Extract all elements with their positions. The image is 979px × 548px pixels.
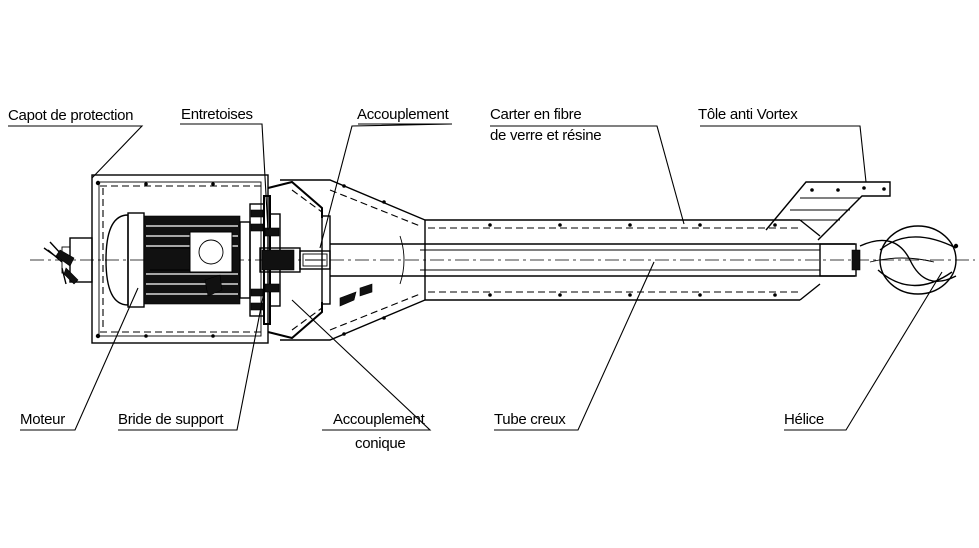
coupling (259, 247, 331, 273)
fiberglass-casing (424, 219, 821, 301)
leader-lines (8, 123, 943, 431)
label-tube: Tube creux (494, 411, 566, 428)
label-accouplement: Accouplement (357, 106, 450, 123)
label-moteur: Moteur (20, 411, 65, 428)
label-capot: Capot de protection (8, 107, 133, 124)
label-helice: Hélice (784, 411, 824, 428)
label-carter-line1: Carter en fibre (490, 106, 581, 123)
label-accouplement-conique-line1: Accouplement (333, 411, 426, 428)
label-bride: Bride de support (118, 411, 224, 428)
label-accouplement-conique-line2: conique (355, 435, 405, 452)
label-tole: Tôle anti Vortex (698, 106, 798, 123)
label-entretoises: Entretoises (181, 106, 253, 123)
hollow-shaft (330, 243, 861, 277)
label-carter-line2: de verre et résine (490, 127, 601, 144)
motor (105, 212, 251, 308)
propeller (859, 225, 959, 295)
cable-gland (43, 237, 93, 285)
anti-vortex-plate (765, 181, 891, 241)
